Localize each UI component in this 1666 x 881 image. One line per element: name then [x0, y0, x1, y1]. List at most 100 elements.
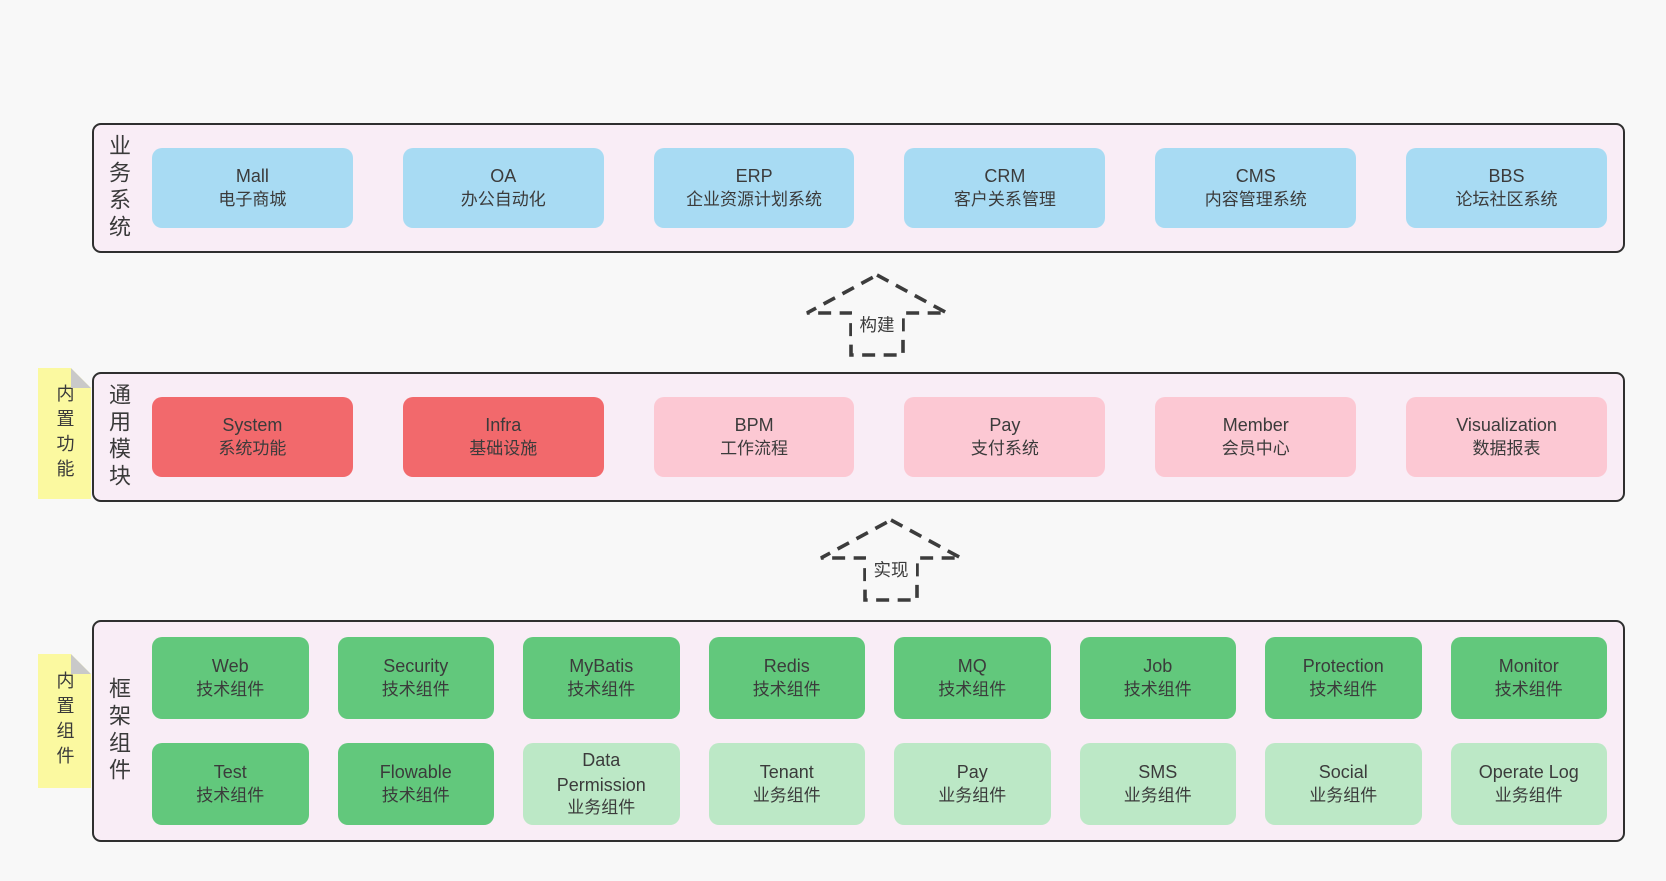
implement-arrow-label: 实现	[874, 560, 909, 580]
box-title: BPM	[734, 415, 774, 436]
build-arrow-label-bg	[852, 311, 902, 339]
box-subtitle: 技术组件	[752, 679, 821, 699]
box-subtitle: 业务组件	[938, 785, 1007, 805]
box-title: Security	[383, 656, 449, 677]
box-subtitle: 技术组件	[196, 679, 265, 699]
box-title: Visualization	[1456, 415, 1557, 436]
framework-components-label: 框架组件	[106, 677, 131, 785]
built-in-features-tag-text: 内置功能	[54, 383, 75, 484]
box-title: Operate Log	[1478, 762, 1579, 783]
box-title: Test	[213, 762, 247, 783]
box-title: CMS	[1235, 166, 1276, 187]
box-subtitle: 技术组件	[1309, 679, 1378, 699]
built-in-features-tag: 内置功能	[38, 368, 91, 499]
box-subtitle: 数据报表	[1472, 438, 1541, 458]
box-subtitle: 支付系统	[970, 438, 1039, 458]
box-subtitle: 业务组件	[567, 797, 636, 817]
box-title: Pay	[989, 415, 1021, 436]
built-in-components-tag-text: 内置组件	[54, 671, 75, 771]
box-title: Job	[1143, 656, 1173, 677]
tag-fold-corner	[71, 654, 91, 674]
build-arrow: 构建	[806, 272, 948, 357]
box-subtitle: 工作流程	[720, 438, 789, 458]
box-title: CRM	[984, 166, 1026, 187]
common-modules-label: 通用模块	[106, 383, 131, 491]
box-subtitle: 内容管理系统	[1204, 189, 1307, 209]
box-title: Monitor	[1498, 656, 1559, 677]
box-title: BBS	[1488, 166, 1525, 187]
implement-arrow-outline	[820, 517, 962, 602]
box-title: OA	[490, 166, 517, 187]
box-subtitle: 电子商城	[218, 189, 287, 209]
box-subtitle: 办公自动化	[460, 189, 546, 209]
box-subtitle: 系统功能	[218, 438, 287, 458]
box-subtitle: 企业资源计划系统	[686, 189, 823, 209]
implement-arrow: 实现	[820, 517, 962, 602]
build-arrow-outline	[806, 272, 948, 357]
box-title: SMS	[1138, 762, 1178, 783]
box-title: Web	[211, 656, 249, 677]
business-systems-label: 业务系统	[106, 134, 131, 242]
box-title: Member	[1222, 415, 1289, 436]
box-subtitle: 技术组件	[1123, 679, 1192, 699]
box-title: MQ	[957, 656, 987, 677]
tag-fold-corner	[71, 368, 91, 388]
box-title: System	[222, 415, 283, 436]
box-title: Data Permission	[556, 750, 646, 795]
build-arrow-label: 构建	[860, 315, 895, 335]
box-title: Flowable	[379, 762, 452, 783]
box-subtitle: 基础设施	[469, 438, 538, 458]
box-subtitle: 会员中心	[1221, 438, 1290, 458]
implement-arrow-label-bg	[866, 556, 916, 584]
box-subtitle: 技术组件	[938, 679, 1007, 699]
box-title: ERP	[735, 166, 773, 187]
box-subtitle: 技术组件	[381, 785, 450, 805]
box-subtitle: 论坛社区系统	[1455, 189, 1558, 209]
box-subtitle: 技术组件	[196, 785, 265, 805]
box-title: Mall	[235, 166, 269, 187]
box-title: Redis	[763, 656, 810, 677]
box-title: MyBatis	[569, 656, 634, 677]
box-title: Social	[1318, 762, 1368, 783]
box-title: Infra	[485, 415, 522, 436]
box-subtitle: 技术组件	[567, 679, 636, 699]
box-subtitle: 技术组件	[381, 679, 450, 699]
box-subtitle: 业务组件	[1309, 785, 1378, 805]
box-subtitle: 技术组件	[1494, 679, 1563, 699]
box-subtitle: 业务组件	[752, 785, 821, 805]
built-in-components-tag: 内置组件	[38, 654, 91, 788]
